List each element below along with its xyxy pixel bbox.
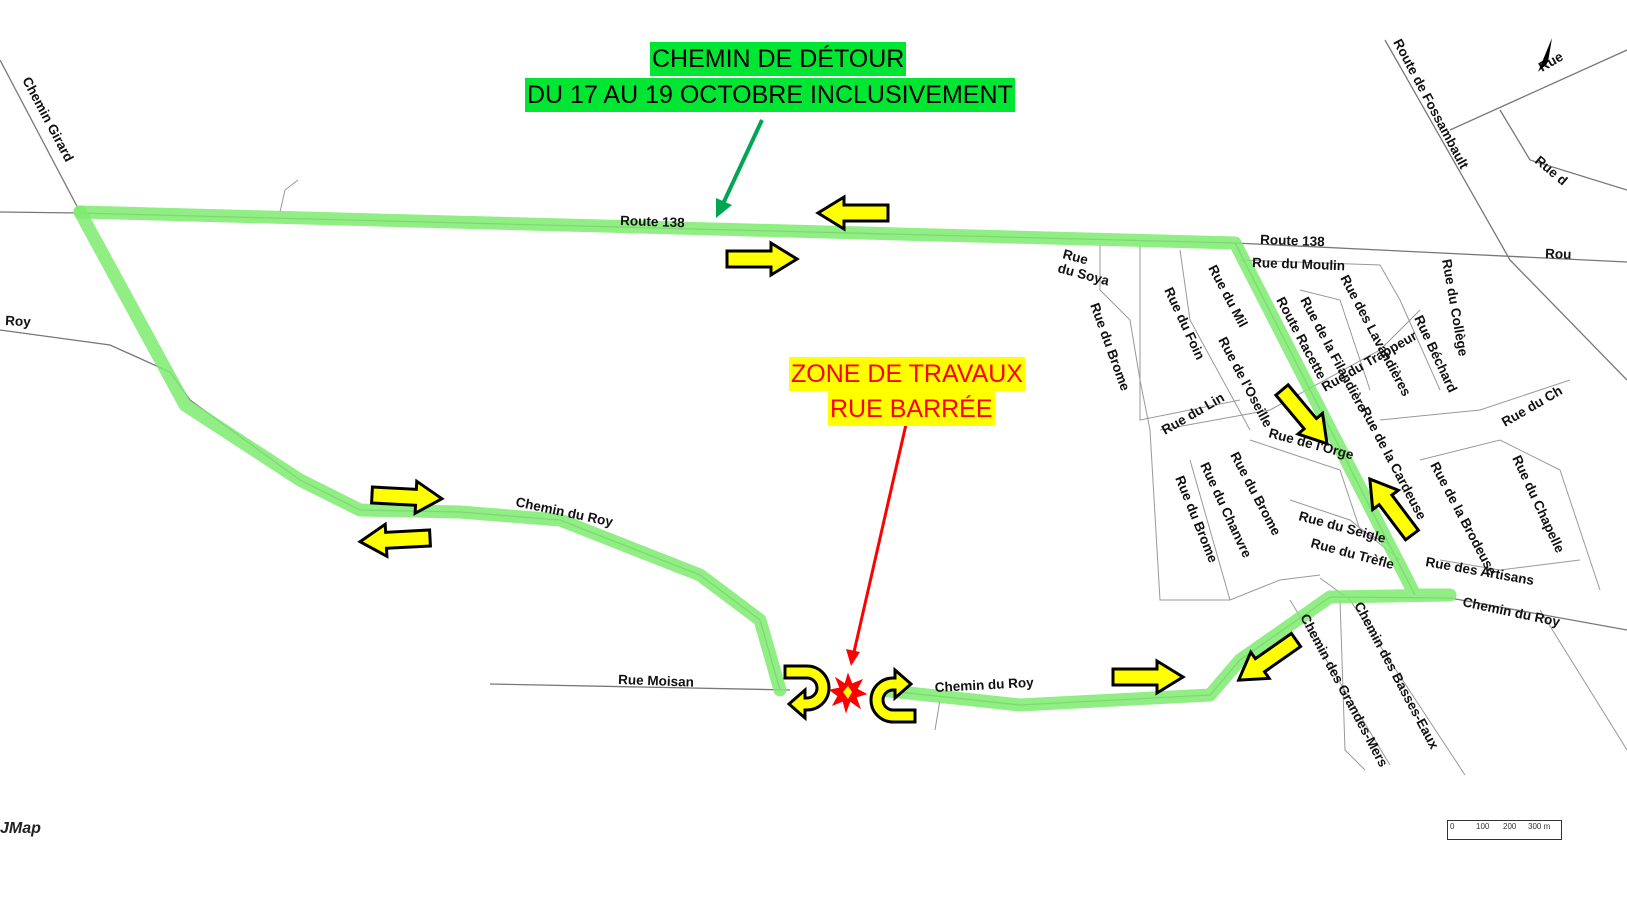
scale-tick: 300 m <box>1528 822 1551 831</box>
street-label: Route de Fossambault <box>1390 36 1471 171</box>
detour-callout-arrowhead <box>716 198 732 218</box>
north-arrow-icon <box>1538 38 1552 72</box>
scale-tick: 100 <box>1476 822 1490 831</box>
street-label: Rue Moisan <box>618 672 694 690</box>
detour-banner-line2: DU 17 AU 19 OCTOBRE INCLUSIVEMENT <box>525 78 1015 112</box>
street-label: Route 138 <box>1260 232 1325 249</box>
street-label: Rue du Collège <box>1439 258 1471 358</box>
street-labels: Chemin Girard Route 138 Route 138 Rou Ru… <box>5 36 1572 769</box>
street-label: Rue du Moulin <box>1252 255 1345 273</box>
burst-center <box>843 686 852 699</box>
street-label: Chemin du Roy <box>934 675 1034 695</box>
street-label: Route 138 <box>620 213 685 230</box>
street-label: Rue <box>1536 49 1566 75</box>
arrow-right-icon <box>725 241 799 277</box>
arrow-left-icon <box>816 195 890 231</box>
u-turn-icon <box>783 664 831 722</box>
street-label: Rue du Foin <box>1161 285 1208 362</box>
scale-tick: 0 <box>1450 822 1455 831</box>
scale-tick: 200 <box>1503 822 1517 831</box>
detour-banner-line1: CHEMIN DE DÉTOUR <box>650 42 907 76</box>
works-callout-arrowhead <box>846 649 860 666</box>
street-label: Rou <box>1545 246 1572 262</box>
street-label: Rue <box>1061 246 1090 267</box>
arrow-left-icon <box>357 520 433 560</box>
street-label: Rue du Brome <box>1087 301 1133 393</box>
detour-route-west <box>73 205 787 697</box>
detour-route <box>73 205 1457 712</box>
works-banner-line2: RUE BARRÉE <box>828 392 995 426</box>
street-label: Rue du Ch <box>1499 383 1565 430</box>
arrow-right-icon <box>1111 659 1185 695</box>
street-label: Roy <box>5 313 32 329</box>
works-callout-arrow <box>852 419 909 653</box>
u-turn-icon <box>869 666 917 724</box>
street-label: Rue du Chapelle <box>1509 453 1568 556</box>
scale-bar: 0 100 200 300 m <box>1447 820 1562 840</box>
jmap-logo: JMap <box>0 820 41 837</box>
works-banner-line1: ZONE DE TRAVAUX <box>789 357 1025 391</box>
street-label: Chemin du Roy <box>1461 594 1561 629</box>
detour-callout-arrow <box>720 119 764 207</box>
